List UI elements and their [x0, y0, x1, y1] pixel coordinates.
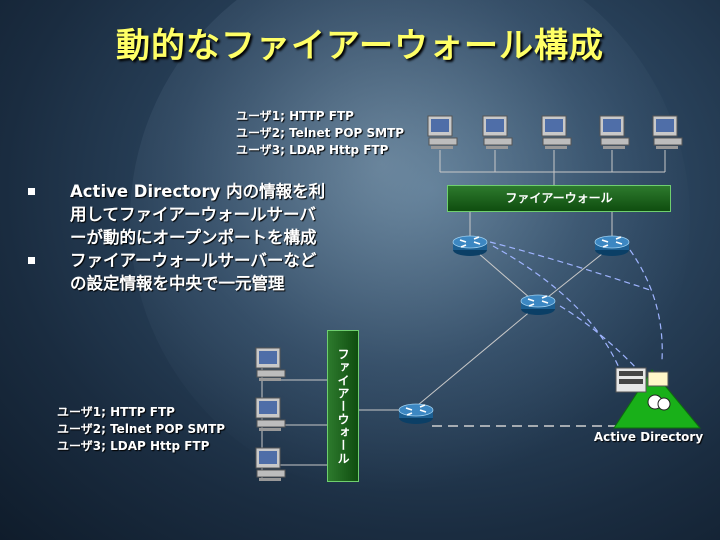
- top-user-1: ユーザ1; HTTP FTP: [236, 109, 354, 123]
- pc-icon: [652, 115, 683, 150]
- bullet-item: ファイアーウォールサーバーなどの設定情報を中央で一元管理: [28, 249, 328, 295]
- bullet-text: Active Directory 内の情報を利用してファイアーウォールサーバーが…: [70, 182, 326, 247]
- active-directory-label: Active Directory: [593, 430, 704, 444]
- bullet-item: Active Directory 内の情報を利用してファイアーウォールサーバーが…: [28, 180, 328, 249]
- bullet-text: ファイアーウォールサーバーなどの設定情報を中央で一元管理: [70, 251, 317, 293]
- bottom-user-1: ユーザ1; HTTP FTP: [57, 405, 175, 419]
- bottom-user-2: ユーザ2; Telnet POP SMTP: [57, 422, 226, 436]
- top-pc-links: [439, 150, 666, 186]
- pc-icon: [255, 397, 286, 432]
- router-icon: [398, 403, 434, 425]
- management-flows: [489, 241, 663, 373]
- router-icon: [520, 294, 556, 316]
- bottom-user-list: ユーザ1; HTTP FTP ユーザ2; Telnet POP SMTP ユーザ…: [57, 404, 225, 455]
- top-user-2: ユーザ2; Telnet POP SMTP: [236, 126, 405, 140]
- firewall-side: ファイアーウォール: [327, 330, 359, 482]
- bullet-square-icon: [28, 188, 35, 195]
- pc-icon: [427, 115, 458, 150]
- bullet-square-icon: [28, 257, 35, 264]
- firewall-top: ファイアーウォール: [447, 185, 671, 212]
- bottom-pc-group: [255, 347, 327, 482]
- top-user-3: ユーザ3; LDAP Http FTP: [236, 143, 389, 157]
- pc-icon: [255, 347, 286, 382]
- router-icon: [594, 235, 630, 257]
- pc-icon: [599, 115, 630, 150]
- pc-icon: [482, 115, 513, 150]
- pc-icon: [541, 115, 572, 150]
- bottom-user-3: ユーザ3; LDAP Http FTP: [57, 439, 210, 453]
- active-directory-icon: [613, 367, 702, 429]
- top-pc-group: [427, 115, 683, 150]
- slide-title: 動的なファイアーウォール構成: [116, 26, 604, 66]
- router-icon: [452, 235, 488, 257]
- top-user-list: ユーザ1; HTTP FTP ユーザ2; Telnet POP SMTP ユーザ…: [236, 108, 404, 159]
- bullet-list: Active Directory 内の情報を利用してファイアーウォールサーバーが…: [28, 180, 328, 295]
